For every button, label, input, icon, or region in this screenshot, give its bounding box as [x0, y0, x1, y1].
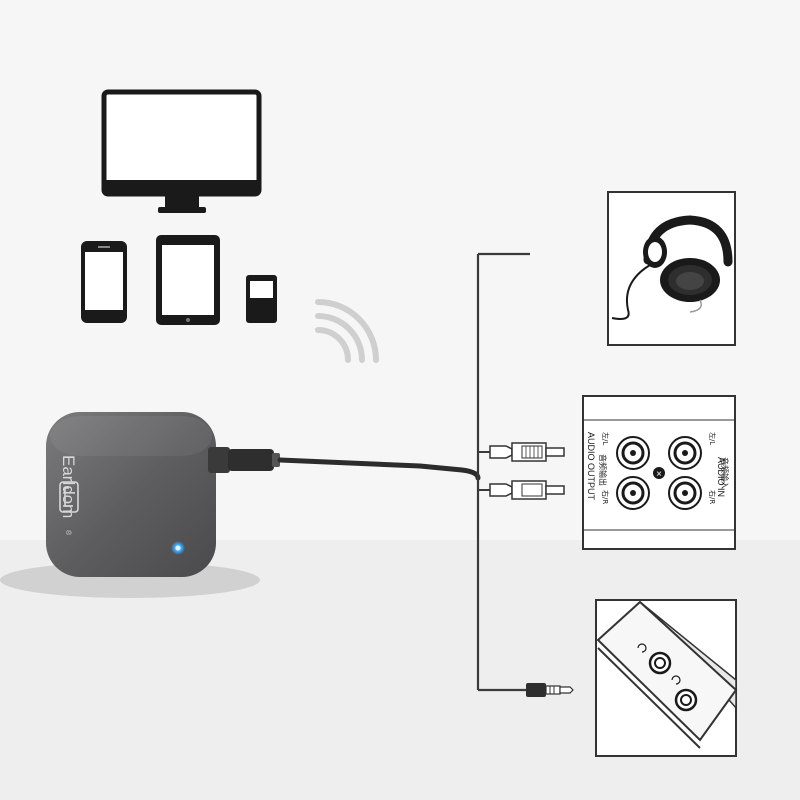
audio-output-label-en: AUDIO OUTPUT: [586, 432, 596, 501]
headphones-icon: [611, 215, 733, 320]
bluetooth-receiver: Earldom ®: [0, 412, 260, 598]
audio-output-label-cn: 音频输出: [598, 454, 608, 486]
brand-label: Earldom: [59, 455, 78, 518]
rca-jack-in-right: [668, 476, 702, 510]
rca-jack-out-right: [616, 476, 650, 510]
aux-plug: [526, 683, 574, 697]
smartphone-icon: [81, 241, 127, 323]
out-right-label: 右/R: [601, 490, 610, 504]
aux-port-panel: [595, 599, 738, 757]
music-player-icon: [246, 275, 277, 323]
in-right-label: 右/R: [708, 490, 717, 504]
out-left-label: 左/L: [601, 432, 610, 445]
aux-port-device-icon: [596, 600, 738, 749]
monitor-icon: [101, 89, 262, 213]
tablet-icon: [156, 235, 220, 325]
in-left-label: 左/L: [708, 432, 717, 445]
rca-plug-top: [478, 442, 565, 462]
audio-in-label-en: AUDIO IN: [716, 457, 726, 497]
brand-mark: ®: [64, 530, 72, 536]
brand-logo-icon: [59, 481, 79, 513]
connection-lines: [476, 252, 530, 692]
rca-plug-bottom: [478, 480, 565, 500]
rca-jack-out-left: [616, 436, 650, 470]
rca-jack-in-left: [668, 436, 702, 470]
wifi-signal-icon: [315, 299, 379, 363]
audio-in-label-cn: 音频输入: [720, 457, 730, 489]
rca-panel: × AUDIO OUTPUT 音频输出 左/L 右/R AUDIO IN 音频输…: [582, 395, 736, 550]
headphones-panel: [607, 191, 736, 346]
rca-cross: ×: [656, 469, 662, 480]
